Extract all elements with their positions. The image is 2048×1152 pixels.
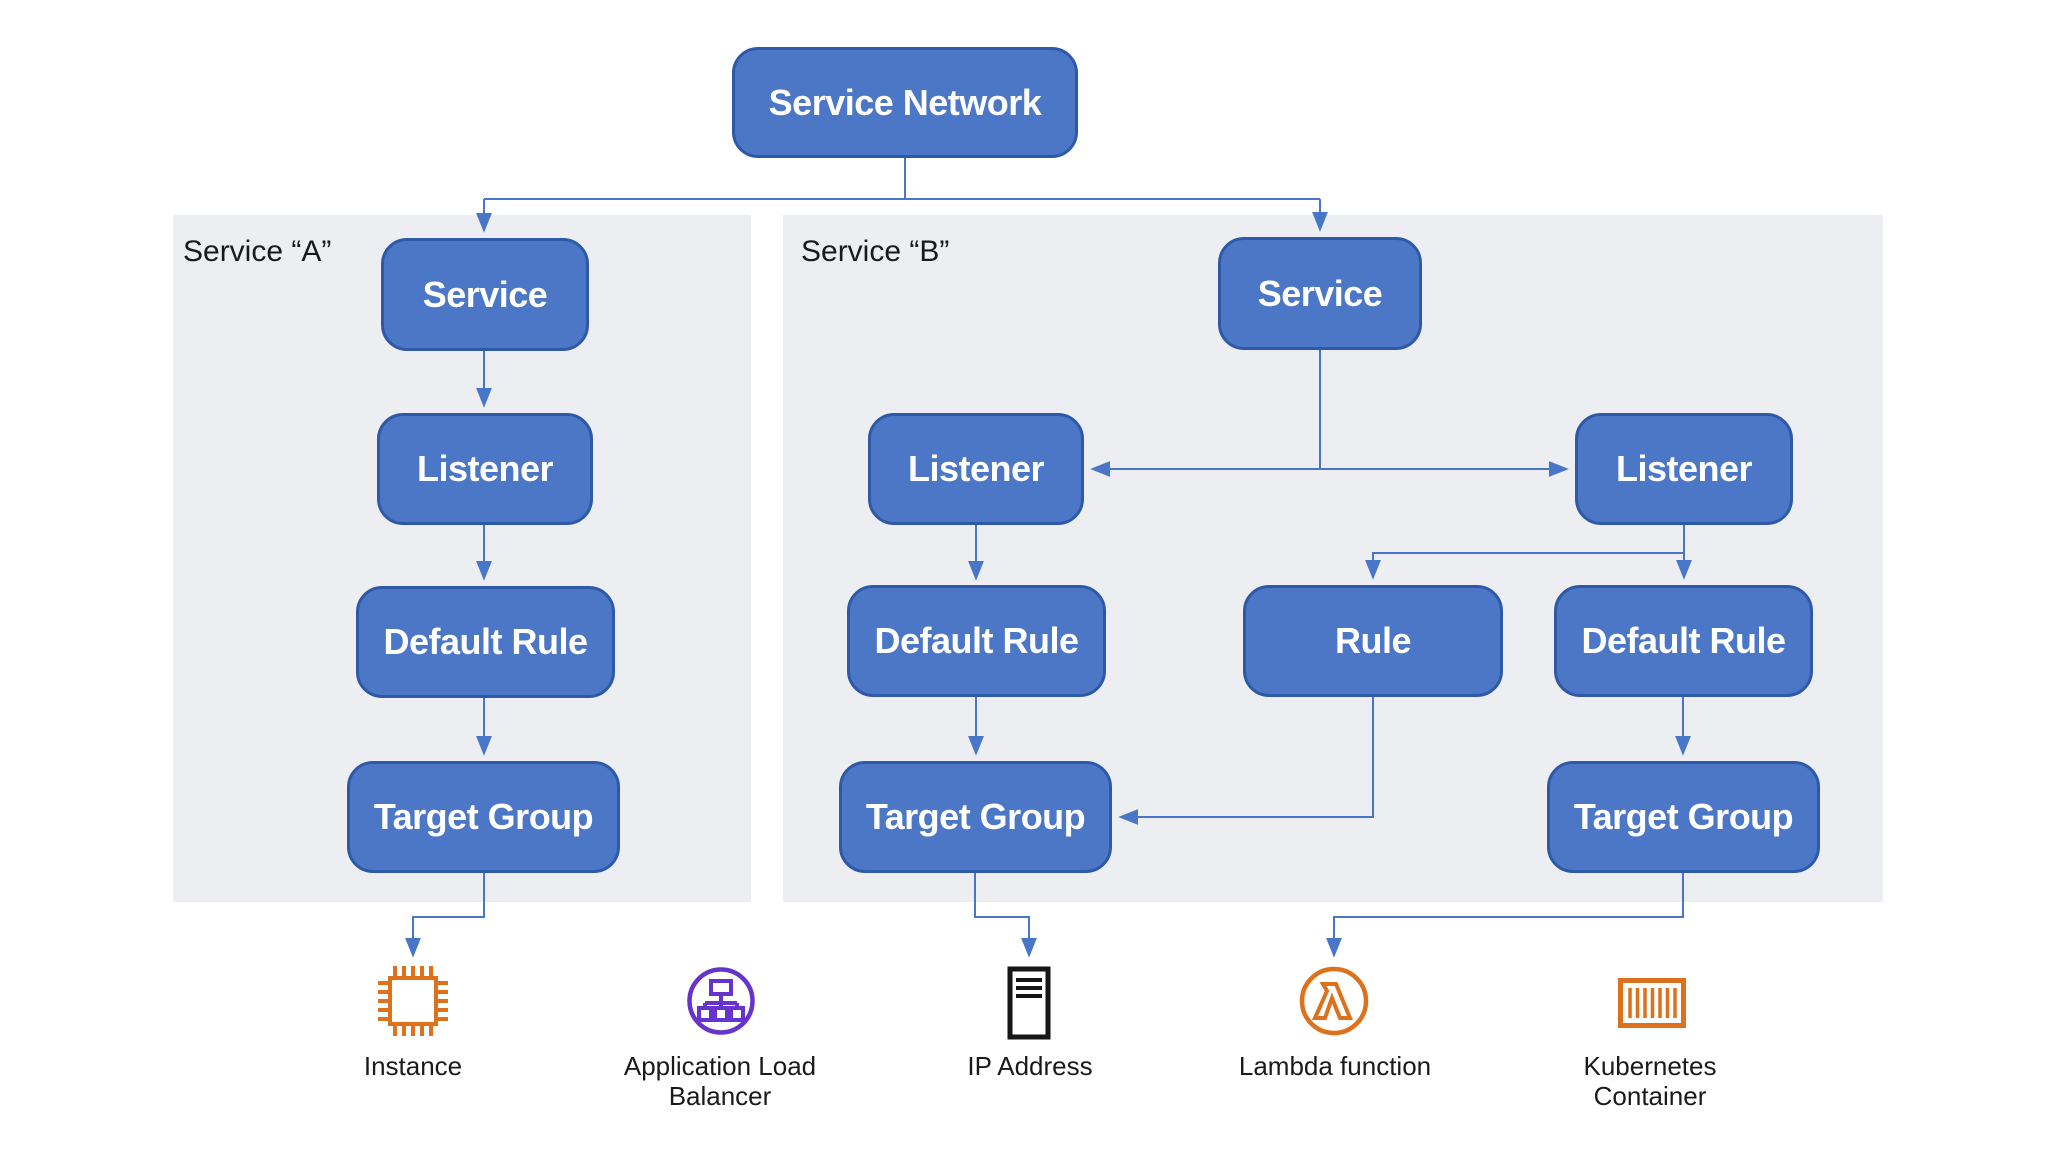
service-b-default-rule-1-node: Default Rule (847, 585, 1106, 697)
service-b-target-group-1-node: Target Group (839, 761, 1112, 873)
service-network-node: Service Network (732, 47, 1078, 158)
instance-icon (377, 965, 449, 1037)
application-load-balancer-icon (686, 966, 756, 1036)
service-a-target-group-node: Target Group (347, 761, 620, 873)
kubernetes-container-label: Kubernetes Container (1583, 1051, 1717, 1111)
ip-address-icon (1007, 966, 1051, 1040)
lambda-function-icon (1298, 965, 1370, 1037)
service-b-default-rule-2-node: Default Rule (1554, 585, 1813, 697)
lambda-function-label: Lambda function (1238, 1051, 1432, 1081)
service-b-listener-2-node: Listener (1575, 413, 1793, 525)
kubernetes-container-icon (1618, 978, 1686, 1028)
service-b-target-group-2-node: Target Group (1547, 761, 1820, 873)
service-b-listener-1-node: Listener (868, 413, 1084, 525)
service-a-panel-label: Service “A” (183, 235, 332, 268)
service-b-service-node: Service (1218, 237, 1422, 350)
service-a-default-rule-node: Default Rule (356, 586, 615, 698)
service-a-service-node: Service (381, 238, 589, 351)
service-a-listener-node: Listener (377, 413, 593, 525)
service-b-rule-node: Rule (1243, 585, 1503, 697)
ip-address-label: IP Address (967, 1051, 1093, 1081)
service-b-panel-label: Service “B” (801, 235, 950, 268)
instance-label: Instance (363, 1051, 463, 1081)
application-load-balancer-label: Application Load Balancer (623, 1051, 817, 1111)
